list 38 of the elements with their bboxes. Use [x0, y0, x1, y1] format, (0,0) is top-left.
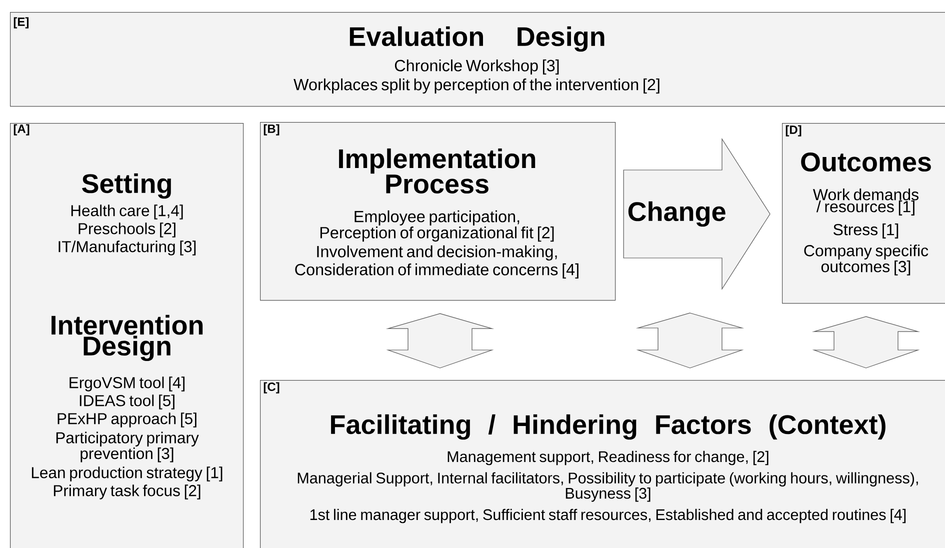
item-text: Involvement and decision-making, — [317, 245, 557, 261]
item-text: IDEAS tool [5] — [80, 394, 174, 410]
item-text: Management support, Readiness for change, [2] — [448, 450, 768, 466]
panel-tag: [A] — [14, 124, 30, 136]
panel-heading: Evaluation Design — [350, 26, 604, 52]
item-text: Stress [1] — [834, 224, 898, 238]
panel-heading: Intervention Design — [52, 314, 203, 362]
item-text: PExHP approach [5] — [58, 412, 196, 428]
item-text: IT/Manufacturing [3] — [58, 240, 196, 256]
item-text: ErgoVSM tool [4] — [70, 376, 185, 392]
panel-heading: Outcomes — [801, 152, 931, 172]
item-text: Managerial Support, Internal facilitators, Possibility to participate (working hours, willingness), Busyness [3] — [298, 472, 918, 502]
item-text: Lean production strategy [1] — [32, 466, 222, 482]
panel-tag: [C] — [264, 382, 280, 394]
item-text: Participatory primary prevention [3] — [56, 432, 199, 462]
item-text: Employee participation, Perception of organizational fit [2] — [320, 210, 554, 242]
block-arrow — [623, 138, 770, 290]
edge-label: Change — [628, 201, 726, 227]
panel-box — [10, 12, 945, 107]
item-text: 1st line manager support, Sufficient staff resources, Established and accepted routines [4] — [310, 508, 906, 524]
panel-heading: Setting — [82, 173, 171, 199]
panel-tag: [E] — [14, 17, 29, 28]
panel-heading: Implementation Process — [339, 148, 536, 194]
item-text: Chronicle Workshop [3] — [394, 59, 559, 75]
panel-box — [260, 122, 616, 301]
item-text: Company specific outcomes [3] — [804, 244, 928, 276]
item-text: Workplaces split by perception of the intervention [2] — [294, 78, 660, 94]
panel-box — [782, 123, 945, 304]
item-text: Work demands / resources [1] — [812, 188, 918, 216]
panel-heading: Facilitating / Hindering Factors (Context) — [331, 414, 886, 440]
panel-box — [260, 380, 945, 548]
item-text: Consideration of immediate concerns [4] — [295, 263, 578, 279]
item-text: Primary task focus [2] — [54, 484, 200, 500]
panel-tag: [D] — [786, 125, 802, 136]
item-text: Preschools [2] — [78, 222, 176, 238]
panel-box — [10, 123, 244, 548]
item-text: Health care [1,4] — [71, 204, 183, 220]
panel-tag: [B] — [264, 124, 280, 136]
